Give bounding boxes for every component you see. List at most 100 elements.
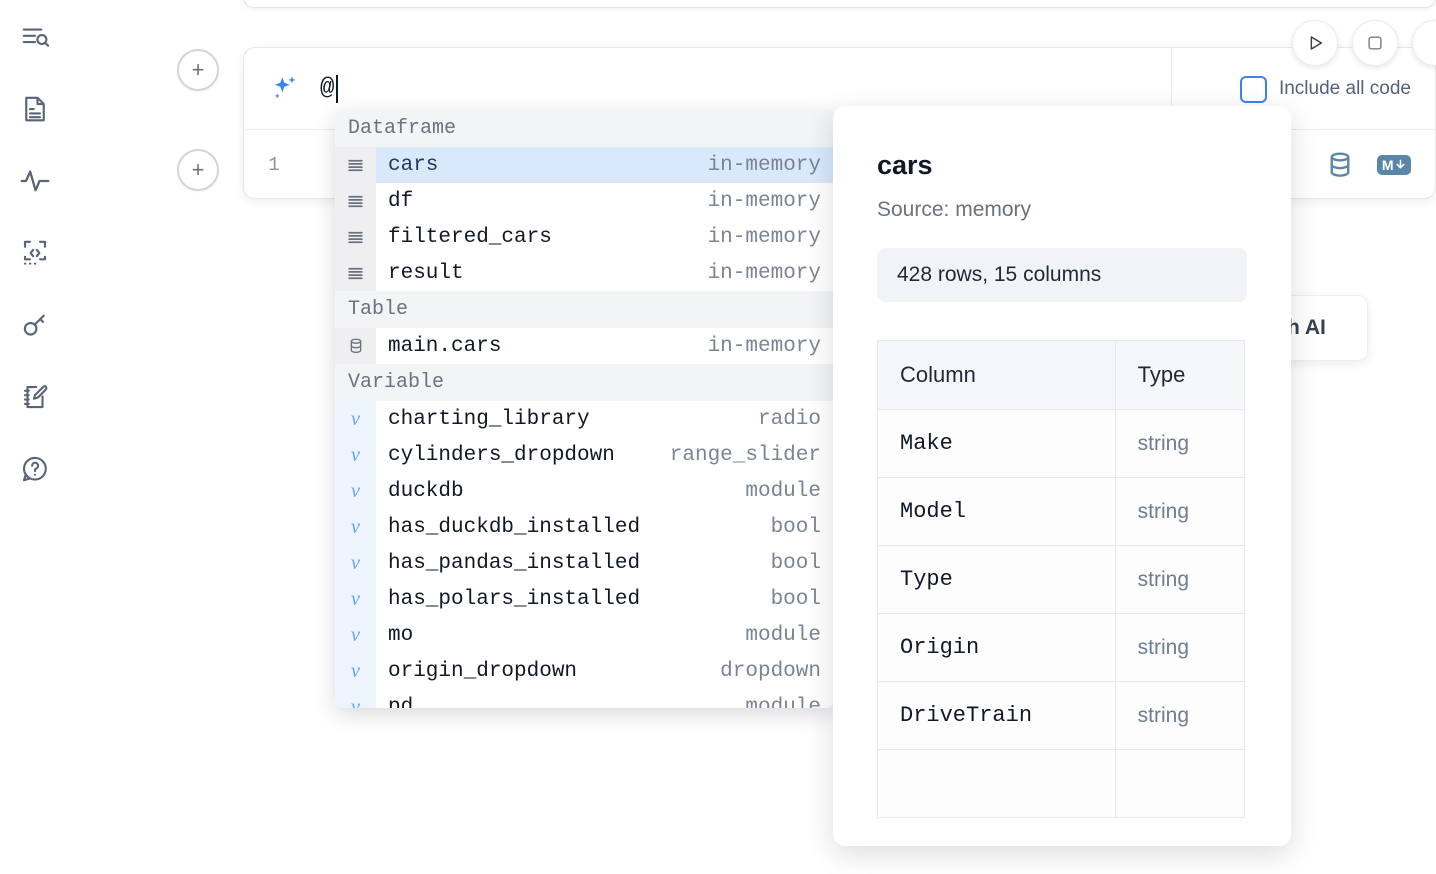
variable-icon: v	[335, 401, 376, 437]
autocomplete-item-label: has_polars_installed	[388, 587, 641, 611]
schema-column-type: string	[1114, 545, 1246, 614]
schema-column-type: string	[1114, 681, 1246, 750]
key-icon[interactable]	[14, 304, 56, 346]
activity-pulse-icon[interactable]	[14, 160, 56, 202]
help-chat-icon[interactable]	[14, 448, 56, 490]
cell-type-icons: M	[1325, 130, 1411, 199]
autocomplete-item-type: module	[745, 623, 821, 647]
database-icon[interactable]	[1325, 150, 1355, 180]
autocomplete-item-label: has_duckdb_installed	[388, 515, 641, 539]
variable-icon: v	[335, 437, 376, 473]
ai-prompt-input[interactable]: @	[320, 64, 1435, 114]
autocomplete-item-label: cylinders_dropdown	[388, 443, 615, 467]
left-icon-rail	[0, 0, 70, 874]
completion-info-panel: cars Source: memory 428 rows, 15 columns…	[833, 106, 1291, 846]
schema-table-row	[877, 749, 1246, 818]
autocomplete-item-label: duckdb	[388, 479, 464, 503]
include-all-code-checkbox[interactable]	[1239, 75, 1267, 103]
schema-column-type: string	[1114, 409, 1246, 478]
dataframe-icon	[335, 147, 376, 183]
ai-prompt-value: @	[320, 75, 335, 102]
add-cell-button-above[interactable]: +	[177, 49, 219, 91]
autocomplete-item-label: df	[388, 189, 414, 213]
autocomplete-item-type: module	[745, 479, 821, 503]
table-database-icon	[335, 328, 376, 364]
autocomplete-item-label: charting_library	[388, 407, 590, 431]
autocomplete-item-label: pd	[388, 695, 414, 709]
autocomplete-item[interactable]: filtered_cars in-memory	[335, 219, 835, 255]
markdown-badge-letter: M	[1381, 156, 1394, 173]
info-panel-source: Source: memory	[877, 198, 1032, 221]
autocomplete-section-header: Variable	[335, 364, 835, 401]
code-editor-row: 1 M	[244, 130, 1435, 199]
outline-search-icon[interactable]	[14, 16, 56, 58]
schema-table-header-cell: Column	[877, 340, 1116, 410]
schema-column-type: string	[1114, 477, 1246, 546]
ai-row-divider	[1171, 48, 1172, 129]
schema-column-name: Origin	[877, 613, 1116, 682]
scratchpad-edit-icon[interactable]	[14, 376, 56, 418]
run-button[interactable]	[1292, 20, 1338, 66]
autocomplete-item-label: result	[388, 261, 464, 285]
autocomplete-item-type: in-memory	[707, 189, 821, 213]
autocomplete-item-type: bool	[770, 515, 821, 539]
autocomplete-item-type: dropdown	[720, 659, 821, 683]
schema-column-name: Type	[877, 545, 1116, 614]
variable-icon: v	[335, 473, 376, 509]
autocomplete-item[interactable]: df in-memory	[335, 183, 835, 219]
schema-column-type: string	[1114, 613, 1246, 682]
cell-run-controls	[1292, 20, 1436, 66]
autocomplete-section-header: Table	[335, 291, 835, 328]
autocomplete-item-label: cars	[388, 153, 439, 177]
variable-icon: v	[335, 617, 376, 653]
info-panel-shape: 428 rows, 15 columns	[877, 248, 1247, 302]
more-actions-button[interactable]	[1412, 20, 1436, 66]
previous-cell-card-edge	[243, 0, 1436, 8]
add-cell-button-below[interactable]: +	[177, 149, 219, 191]
variable-icon: v	[335, 653, 376, 689]
schema-table-header-cell: Type	[1114, 340, 1246, 410]
include-all-code-label: Include all code	[1278, 78, 1411, 99]
dataframe-icon	[335, 219, 376, 255]
line-number: 1	[268, 153, 280, 176]
dataframe-icon	[335, 183, 376, 219]
markdown-icon[interactable]: M	[1376, 154, 1411, 175]
autocomplete-item-type: in-memory	[707, 153, 821, 177]
autocomplete-item-type: radio	[757, 407, 821, 431]
stop-button[interactable]	[1352, 20, 1398, 66]
schema-column-name: Make	[877, 409, 1116, 478]
code-snippet-icon[interactable]	[14, 232, 56, 274]
autocomplete-item[interactable]: cars in-memory	[335, 147, 835, 183]
autocomplete-item-label: main.cars	[388, 334, 502, 358]
autocomplete-section-header: Dataframe	[335, 110, 835, 147]
document-icon[interactable]	[14, 88, 56, 130]
schema-column-type	[1114, 749, 1246, 818]
markdown-badge: M	[1376, 154, 1411, 175]
include-all-code-toggle[interactable]: Include all code	[1239, 48, 1411, 130]
autocomplete-item-type: in-memory	[707, 225, 821, 249]
schema-column-name: DriveTrain	[877, 681, 1116, 750]
autocomplete-item-label: filtered_cars	[388, 225, 552, 249]
autocomplete-item-type: bool	[770, 587, 821, 611]
schema-column-name	[877, 749, 1116, 818]
autocomplete-item-type: module	[745, 695, 821, 709]
info-panel-title: cars	[877, 150, 933, 180]
ai-sparkle-icon	[268, 72, 302, 106]
autocomplete-item[interactable]: v charting_library radio	[335, 401, 835, 437]
